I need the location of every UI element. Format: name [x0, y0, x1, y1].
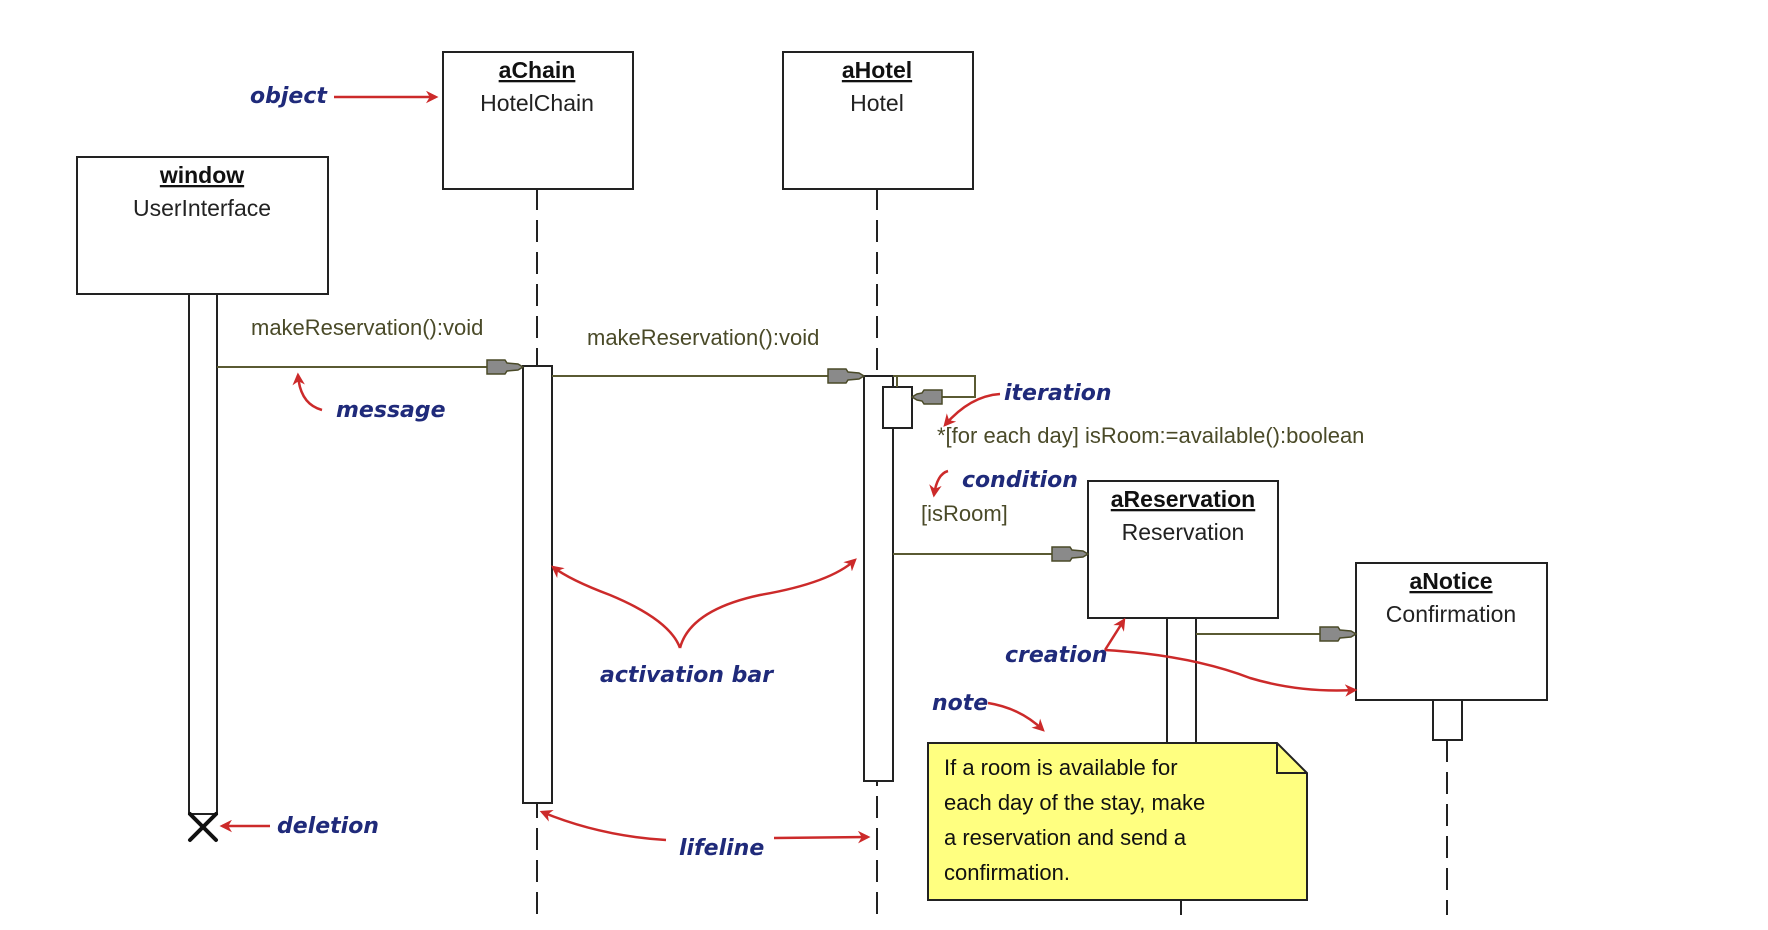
annotation-arrow-icon: [539, 810, 667, 842]
annotation-label: iteration: [1004, 381, 1112, 406]
annotation-condition: condition: [929, 468, 1078, 498]
annotation-creation: creation: [1005, 617, 1358, 697]
message-window-to-achain[interactable]: makeReservation():void: [217, 315, 525, 375]
annotation-label: lifeline: [679, 836, 764, 861]
object-instance-name: aChain: [499, 57, 576, 83]
object-class-name: Hotel: [850, 90, 904, 116]
object-class-name: HotelChain: [480, 90, 594, 116]
message-label: makeReservation():void: [251, 315, 483, 340]
object-areservation[interactable]: aReservation Reservation: [1087, 480, 1279, 619]
message-arrowhead-icon: [910, 389, 943, 405]
activation-bar-window: [188, 293, 218, 815]
annotation-label: message: [336, 398, 446, 423]
annotation-arrow-icon: [943, 392, 1001, 427]
object-instance-name: aReservation: [1111, 486, 1255, 512]
annotation-arrow-icon: [292, 372, 323, 412]
annotation-label: creation: [1005, 643, 1108, 668]
message-label: *[for each day] isRoom:=available():bool…: [937, 423, 1364, 448]
activation-bar-ahotel-nested: [882, 386, 913, 429]
object-instance-name: aNotice: [1409, 568, 1492, 594]
activation-bar-achain: [522, 365, 553, 804]
annotation-label: note: [932, 691, 988, 716]
object-achain[interactable]: aChain HotelChain: [442, 51, 634, 190]
message-arrowhead-icon: [1051, 546, 1090, 562]
note-line: confirmation.: [944, 860, 1070, 885]
annotation-activation-bar: activation bar: [551, 558, 857, 688]
annotation-message: message: [292, 372, 446, 423]
annotation-deletion: deletion: [219, 814, 379, 839]
object-class-name: Reservation: [1122, 519, 1245, 545]
message-achain-to-ahotel[interactable]: makeReservation():void: [552, 325, 866, 384]
annotation-arrow-icon: [678, 558, 857, 649]
message-arrowhead-icon: [1319, 626, 1358, 642]
object-window[interactable]: window UserInterface: [76, 156, 329, 295]
annotation-note: note: [932, 691, 1045, 732]
object-anotice[interactable]: aNotice Confirmation: [1355, 562, 1548, 701]
object-ahotel[interactable]: aHotel Hotel: [782, 51, 974, 190]
annotation-arrow-icon: [987, 701, 1045, 732]
annotation-arrow-icon: [1104, 648, 1358, 697]
message-ahotel-to-areservation[interactable]: [isRoom]: [893, 501, 1090, 562]
annotation-arrow-icon: [551, 565, 682, 649]
note-line: a reservation and send a: [944, 825, 1187, 850]
annotation-label: activation bar: [600, 663, 774, 688]
note-line: If a room is available for: [944, 755, 1178, 780]
annotation-arrow-icon: [773, 830, 871, 844]
annotation-arrow-icon: [1103, 617, 1126, 651]
annotation-lifeline: lifeline: [539, 810, 871, 861]
message-ahotel-self-iteration[interactable]: *[for each day] isRoom:=available():bool…: [893, 375, 1364, 448]
note[interactable]: If a room is available for each day of t…: [927, 742, 1308, 901]
activation-bar-anotice: [1432, 699, 1463, 741]
message-label: [isRoom]: [921, 501, 1008, 526]
deletion-x-icon: [188, 812, 218, 842]
activation-bar-ahotel: [863, 375, 894, 782]
note-folded-corner-icon: [1276, 743, 1307, 774]
message-arrowhead-icon: [827, 368, 866, 384]
annotation-object: object: [250, 84, 439, 109]
object-class-name: UserInterface: [133, 195, 271, 221]
annotation-label: object: [250, 84, 328, 109]
message-areservation-to-anotice[interactable]: [1196, 626, 1358, 642]
message-arrowhead-icon: [486, 359, 525, 375]
annotation-label: deletion: [277, 814, 379, 839]
object-class-name: Confirmation: [1386, 601, 1516, 627]
annotation-arrow-icon: [929, 469, 949, 498]
note-line: each day of the stay, make: [944, 790, 1205, 815]
annotation-iteration: iteration: [943, 381, 1112, 427]
message-label: makeReservation():void: [587, 325, 819, 350]
object-instance-name: aHotel: [842, 57, 912, 83]
annotation-label: condition: [962, 468, 1078, 493]
object-instance-name: window: [159, 162, 244, 188]
